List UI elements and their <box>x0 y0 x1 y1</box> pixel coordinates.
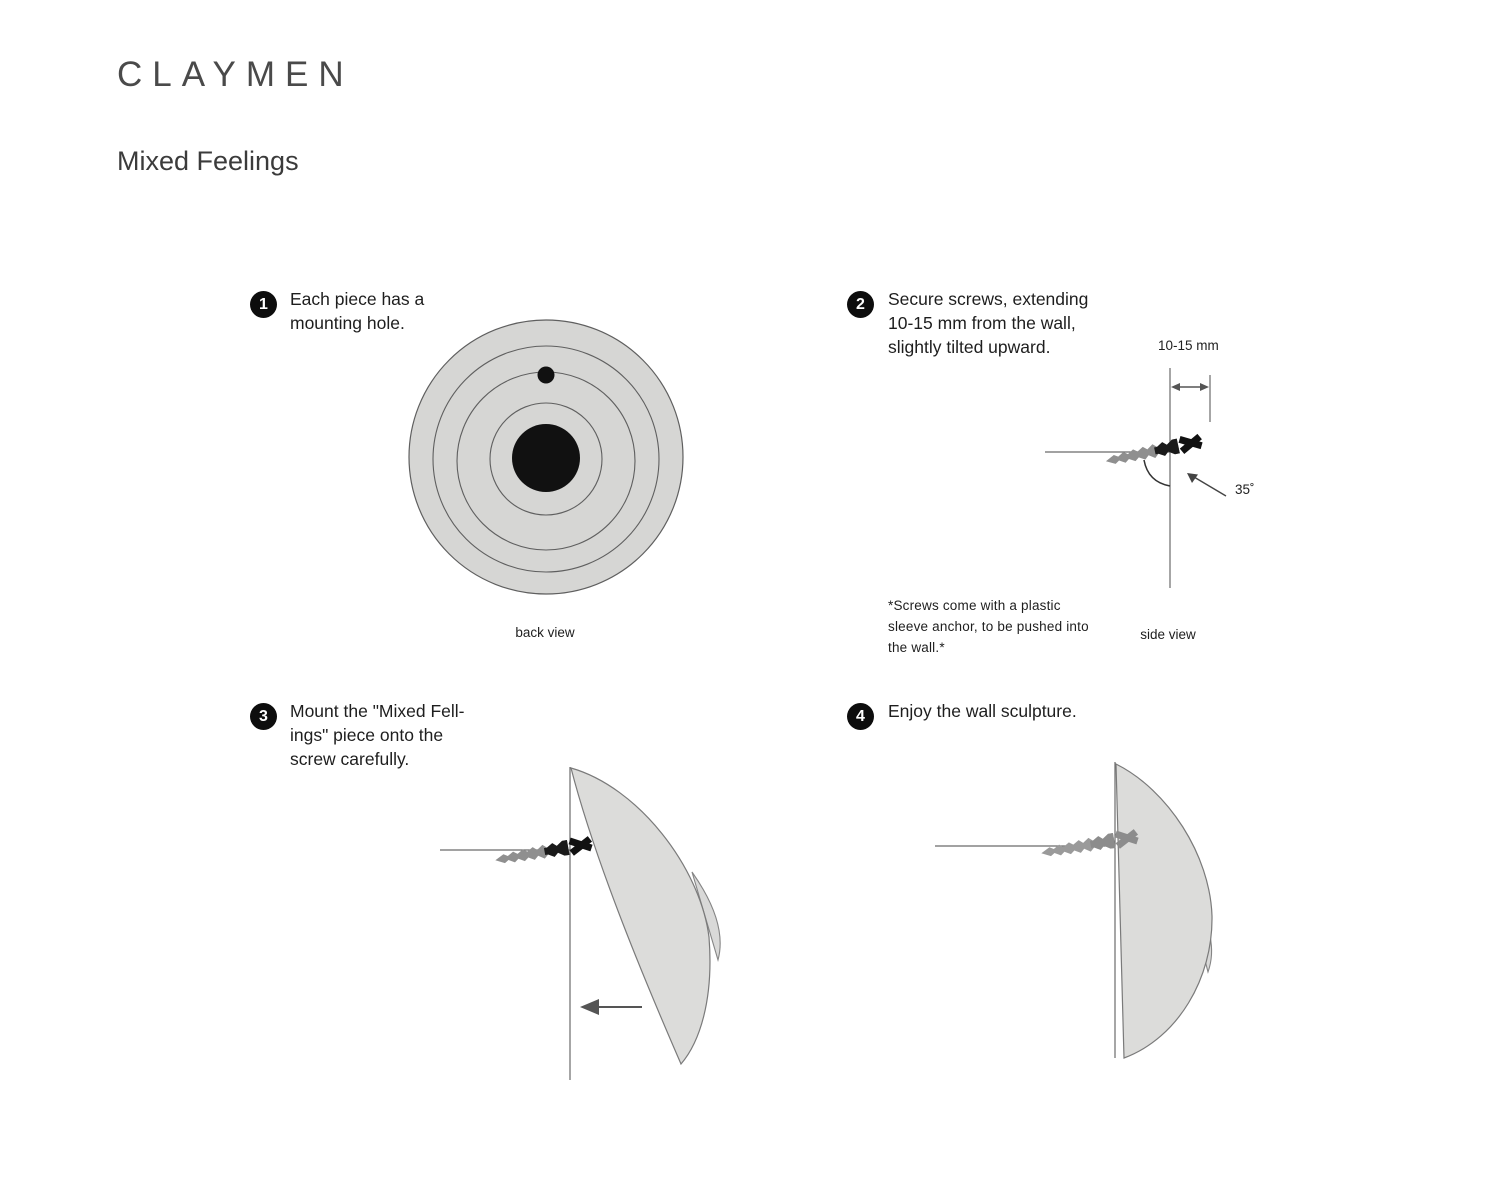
step-3-badge: 3 <box>250 703 277 730</box>
step-1-number: 1 <box>259 295 268 313</box>
screw-icon <box>1104 431 1205 471</box>
measurement-arrowhead-right <box>1200 383 1209 391</box>
angle-pointer-line <box>1193 476 1227 497</box>
piece-ring-2 <box>432 345 660 573</box>
angle-arc <box>1143 459 1171 487</box>
push-direction-arrowhead <box>580 999 599 1015</box>
side-view-caption: side view <box>1140 627 1196 642</box>
mounting-hole-dot <box>537 366 555 384</box>
step-2-text: Secure screws, extending 10-15 mm from t… <box>888 289 1089 358</box>
step-4-number: 4 <box>856 707 865 725</box>
measurement-label: 10-15 mm <box>1158 338 1219 353</box>
step-3-number: 3 <box>259 707 268 725</box>
product-name: Mixed Feelings <box>117 146 299 176</box>
angle-label: 35˚ <box>1235 482 1255 497</box>
step-1-badge: 1 <box>250 291 277 318</box>
step-1-text: Each piece has a mounting hole. <box>290 289 425 334</box>
brand-logo: CLAYMEN <box>117 55 354 94</box>
step-4-badge: 4 <box>847 703 874 730</box>
back-view-caption: back view <box>515 625 575 640</box>
screw-anchor-footnote: *Screws come with a plastic sleeve ancho… <box>888 598 1089 655</box>
piece-ring-4 <box>489 402 603 516</box>
step-2-badge: 2 <box>847 291 874 318</box>
piece-side-profile <box>1115 763 1213 1059</box>
angle-pointer-arrowhead <box>1187 473 1198 483</box>
step-2-diagram-side-view <box>1045 368 1227 588</box>
step-1-diagram-back-view <box>408 319 684 595</box>
step-3-diagram-mounting <box>440 767 721 1080</box>
screw-icon <box>493 834 594 870</box>
step-3-text: Mount the "Mixed Fell- ings" piece onto … <box>290 701 465 770</box>
step-4-diagram-mounted <box>935 762 1213 1059</box>
step-2-number: 2 <box>856 295 865 313</box>
piece-side-profile <box>570 767 711 1066</box>
mounting-recess-circle <box>512 424 580 492</box>
measurement-arrowhead-left <box>1171 383 1180 391</box>
step-4-text: Enjoy the wall sculpture. <box>888 701 1077 721</box>
